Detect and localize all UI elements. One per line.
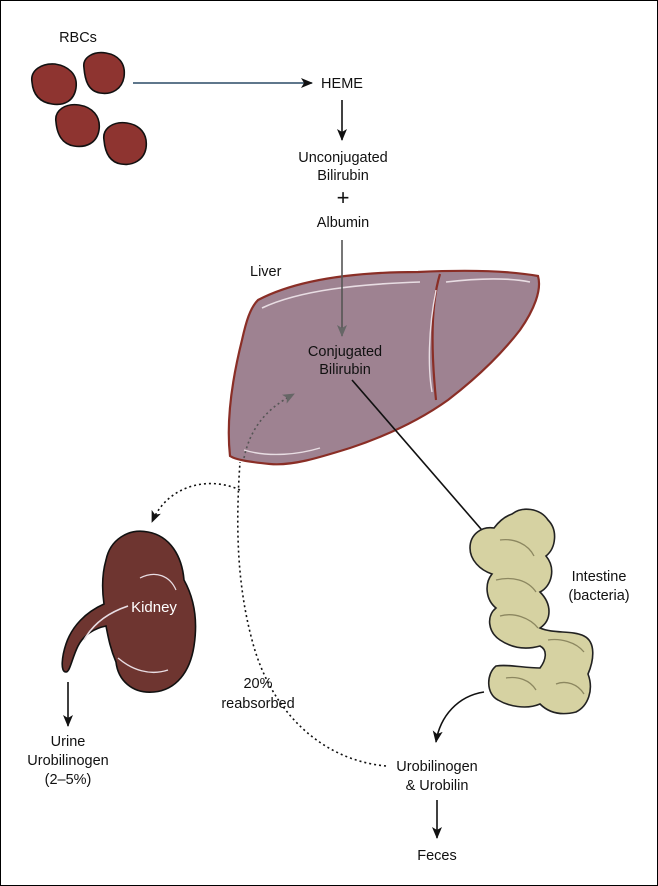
conjugated-label-line2: Bilirubin bbox=[319, 362, 371, 378]
urobilinogen-label-line1: Urobilinogen bbox=[396, 759, 477, 775]
conjugated-label-line1: Conjugated bbox=[308, 344, 382, 360]
urine-label-line1: Urine bbox=[51, 734, 86, 750]
liver-to-kidney-dotted-arrow bbox=[151, 482, 241, 523]
liver-highlight bbox=[243, 447, 321, 456]
reabsorbed-dotted-path bbox=[236, 461, 387, 767]
rbcs-label: RBCs bbox=[59, 30, 97, 46]
rbc-cell bbox=[103, 121, 148, 166]
rbc-cell bbox=[31, 63, 78, 106]
liver-highlight bbox=[445, 278, 531, 283]
kidney-organ bbox=[61, 530, 197, 693]
conjugated-to-intestine-arrow bbox=[351, 379, 495, 545]
liver-highlight bbox=[428, 289, 437, 393]
rbc-cell bbox=[83, 51, 126, 95]
urobilinogen-label-line2: & Urobilin bbox=[406, 778, 469, 794]
rbc-cell bbox=[55, 103, 101, 148]
intestine-to-urobilinogen-arrow bbox=[432, 691, 485, 743]
kidney-label: Kidney bbox=[131, 599, 177, 616]
intestine-label-line2: (bacteria) bbox=[568, 588, 629, 604]
feces-label: Feces bbox=[417, 848, 457, 864]
intestine-organ bbox=[469, 508, 594, 715]
plus-symbol: + bbox=[337, 185, 350, 210]
urine-label-line3: (2–5%) bbox=[45, 772, 92, 788]
kidney-shape bbox=[61, 530, 197, 693]
rbc-cells bbox=[31, 51, 148, 166]
reabsorbed-label-line1: 20% bbox=[243, 676, 272, 692]
liver-organ bbox=[227, 269, 541, 466]
kidney-highlight bbox=[117, 657, 169, 674]
urine-label-line2: Urobilinogen bbox=[27, 753, 108, 769]
liver-label: Liver bbox=[250, 264, 282, 280]
intestine-fold bbox=[547, 638, 585, 653]
intestine-fold bbox=[499, 538, 535, 557]
liver-highlight bbox=[261, 281, 421, 309]
intestine-fold bbox=[505, 676, 537, 691]
intestine-fold bbox=[499, 614, 539, 629]
kidney-highlight bbox=[83, 605, 129, 641]
intestine-fold bbox=[555, 681, 585, 695]
albumin-label: Albumin bbox=[317, 215, 369, 231]
heme-label: HEME bbox=[321, 76, 363, 92]
unconjugated-label-line2: Bilirubin bbox=[317, 168, 369, 184]
intestine-shape bbox=[469, 508, 594, 715]
intestine-fold bbox=[495, 577, 537, 593]
kidney-highlight bbox=[139, 573, 177, 591]
liver-lobe-line bbox=[431, 273, 442, 401]
intestine-label-line1: Intestine bbox=[572, 569, 627, 585]
reabsorption-into-liver-arrow bbox=[243, 393, 295, 459]
liver-shape bbox=[227, 269, 541, 466]
reabsorbed-label-line2: reabsorbed bbox=[221, 696, 294, 712]
unconjugated-label-line1: Unconjugated bbox=[298, 150, 388, 166]
